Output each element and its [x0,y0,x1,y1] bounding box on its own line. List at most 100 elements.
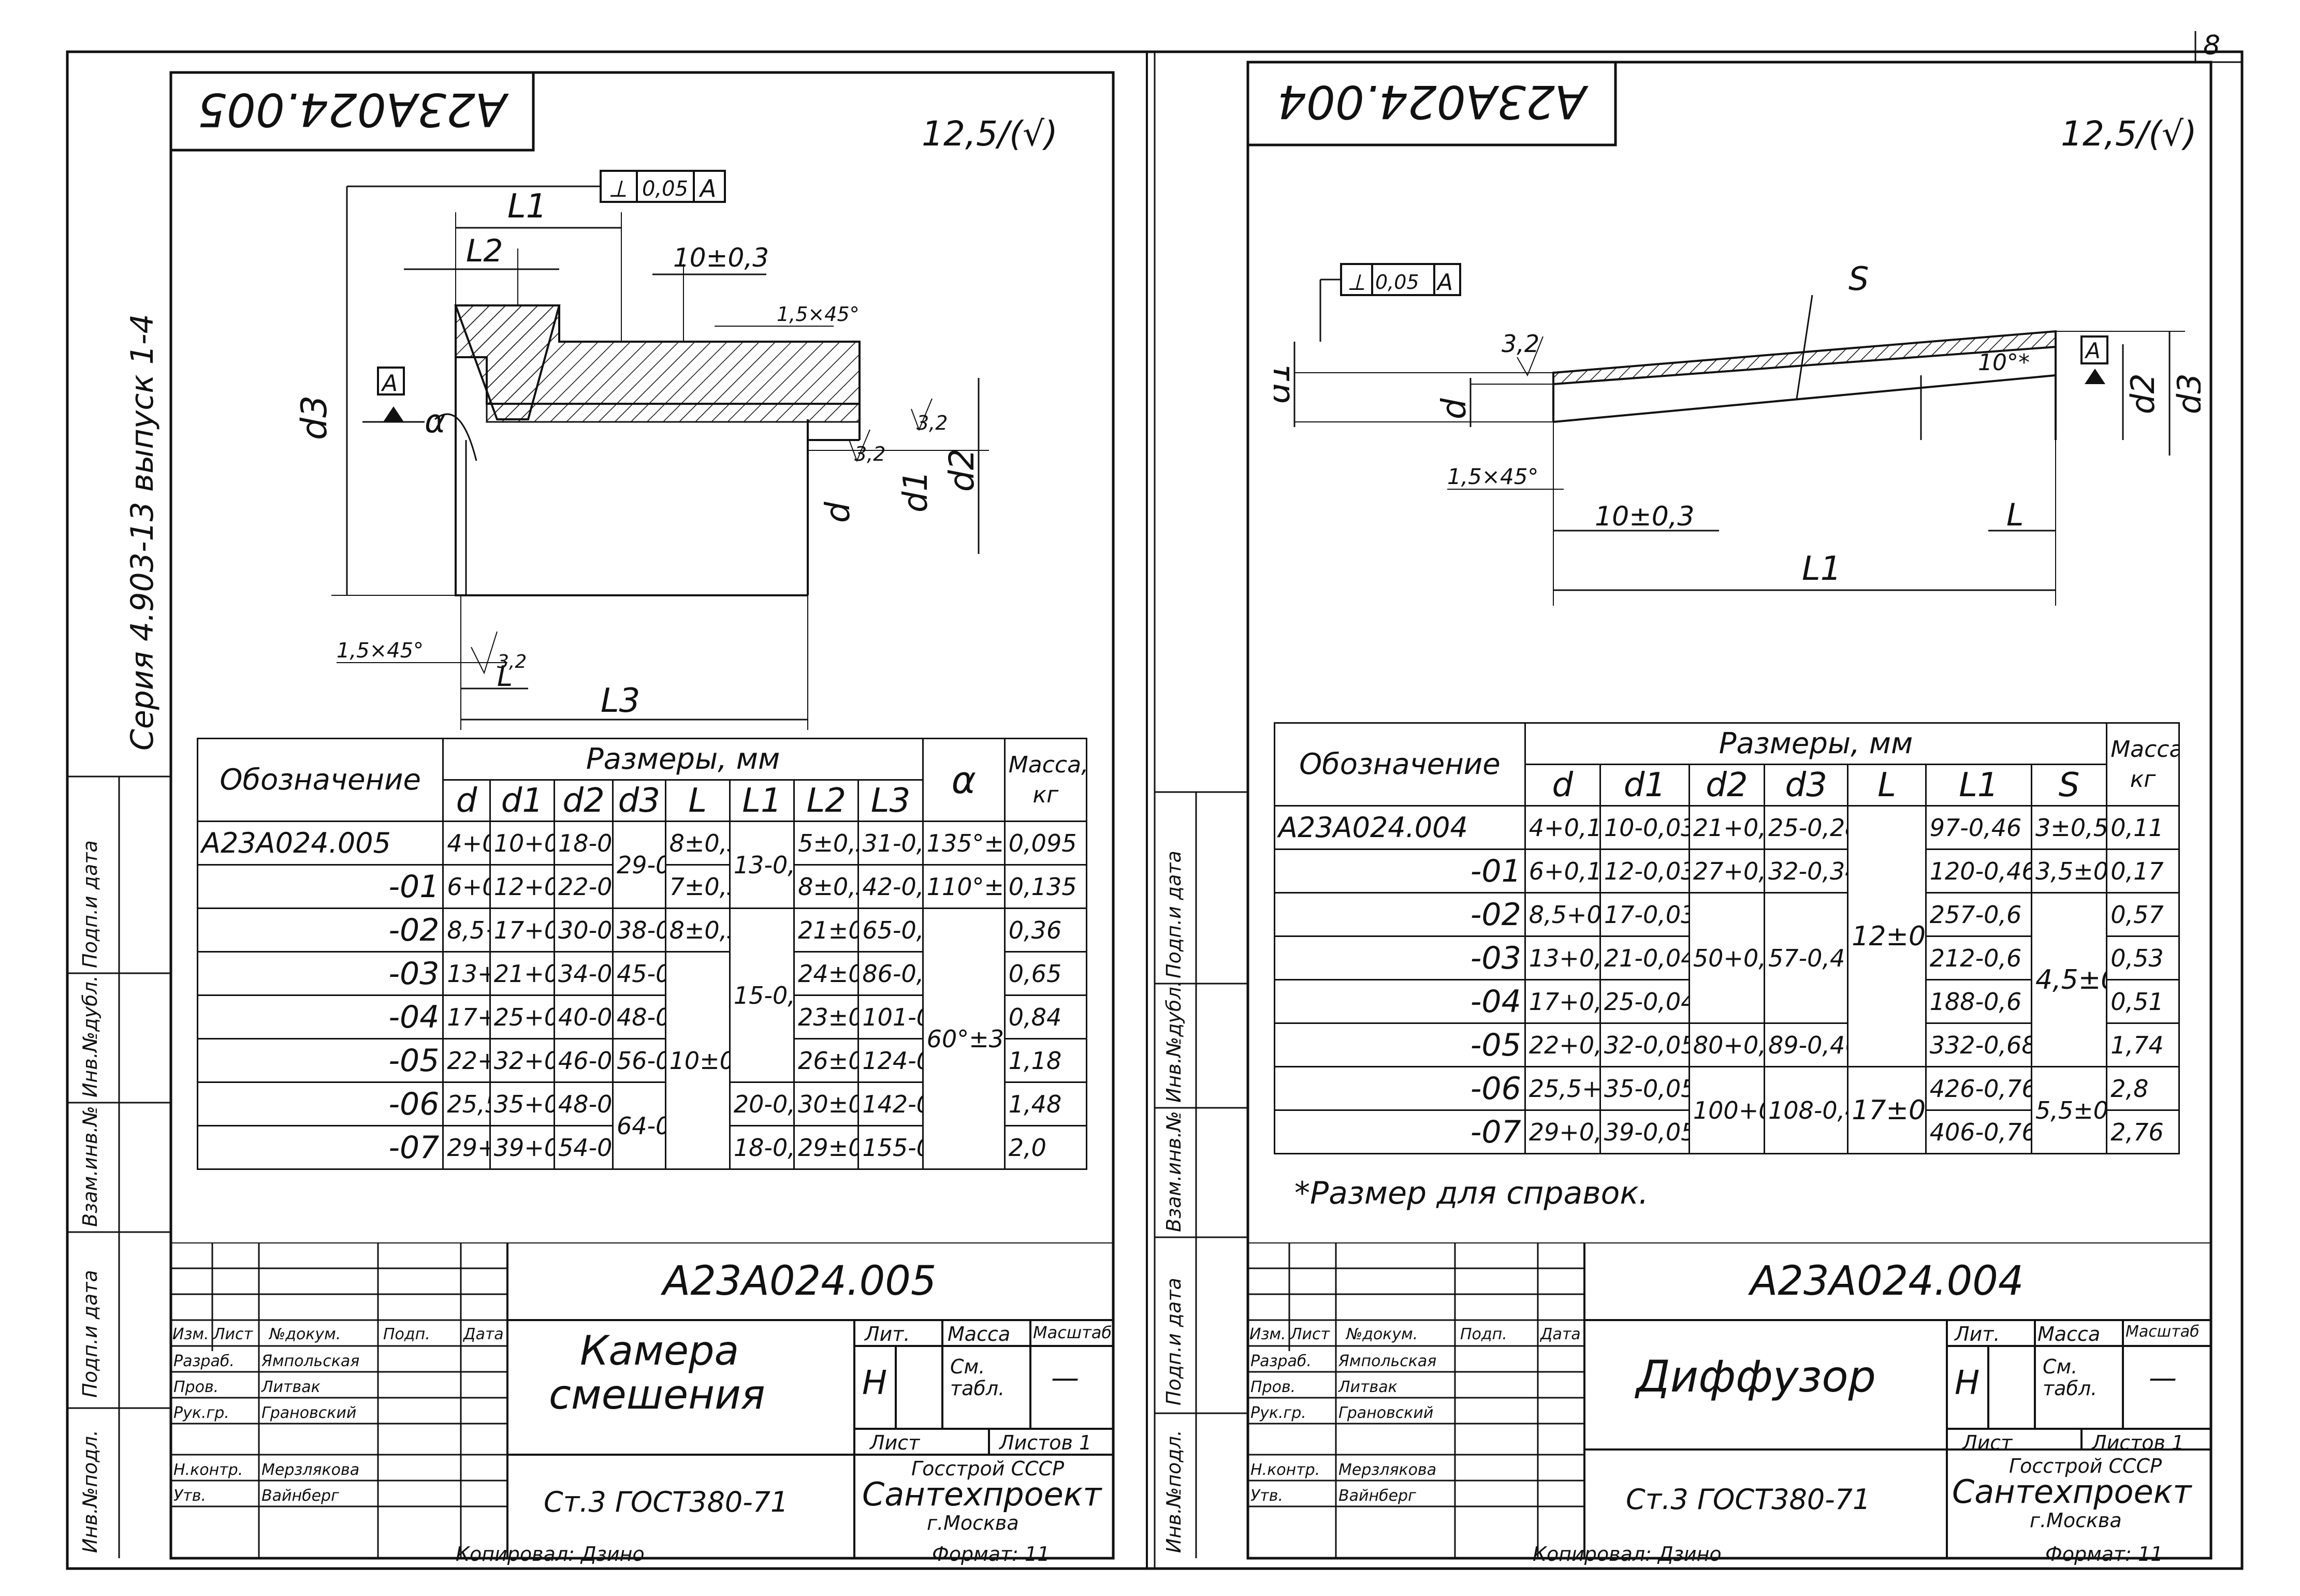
side-label-inv-podl: Инв.№подл. [79,1429,101,1553]
right-tol-sym: ⟂ [1349,269,1364,296]
page-number: 8 [2203,30,2221,61]
left-dim-d2: d2 [942,448,982,492]
left-datum: А [381,370,398,397]
right-tb-name-1: Литвак [1338,1378,1398,1396]
table-row: -07 29+0,28 39-0,05 406-0,76 2,76 [1274,1109,2180,1154]
left-tb-name-3: Мерзлякова [261,1461,360,1479]
left-th-sizes: Размеры, мм [442,738,924,781]
right-format: Формат: 11 [2045,1543,2163,1565]
right-dim-S: S [1848,260,1869,298]
left-th-L3: L3 [857,779,924,822]
right-tb-name-0: Ямпольская [1338,1352,1437,1370]
series-note: Серия 4.903-13 выпуск 1-4 [124,314,161,751]
right-tb-role-2: Рук.гр. [1250,1404,1306,1422]
left-roughness: 12,5/(√) [922,114,1058,154]
right-tb-h-doc: №докум. [1346,1325,1418,1343]
left-tb-mass-label: Масса [948,1323,1011,1345]
right-tb-role-0: Разраб. [1250,1352,1312,1370]
table-row: А23А024.005 4+0,16 10+0,03 18-0,24 29-0,… [196,821,1088,909]
left-tb-role-1: Пров. [173,1378,219,1396]
table-row: -04 17+0,24 25+0,045 40-0,34 48-0,05 23±… [196,994,1088,1039]
side-label-inv-dubl-r: Инв.№дубл. [1162,980,1185,1103]
side-label-inv-podl-r: Инв.№подл. [1162,1429,1185,1553]
right-copied: Копировал: Дзино [1533,1543,1722,1565]
side-label-vzam-inv: Взам.инв.№ [79,1106,101,1227]
left-tb-role-0: Разраб. [173,1352,235,1370]
left-th-alpha: α [922,738,1006,822]
left-tb-h-doc: №докум. [269,1325,341,1343]
side-label-podp-data-2: Подп.и дата [79,840,101,968]
left-tb-name-line2: смешения [549,1372,765,1418]
right-dim-d3: d3 [2171,373,2201,414]
right-stamp-box [1248,62,1617,147]
left-th-L: L [664,779,731,822]
right-part-drawing: ⟂ 0,05 А d1 d 3,2 S 10°* А d2 d3 1,5×45°… [1274,260,2201,606]
left-th-L1: L1 [729,779,795,822]
left-th-d1: d1 [489,779,556,822]
left-dim-L2: L2 [466,233,503,269]
left-tb-lit-value: Н [862,1364,887,1402]
right-roughness: 12,5/(√) [2061,114,2197,154]
left-rough-2: 3,2 [854,443,885,465]
right-tb-scale-label: Масштаб [2126,1323,2200,1341]
table-row: -05 22+0,28 32+0,05 46-0,34 56-0,06 26±0… [196,1038,1088,1083]
left-tb-org-2: Сантехпроект [862,1475,1102,1513]
right-tb-org-1: Госстрой СССР [2009,1455,2162,1477]
left-stamp-code: А23А024.005 [197,83,507,136]
right-th-mass: Масса, кг [2106,722,2180,807]
left-dim-d3: d3 [294,396,335,440]
left-tb-name-1: Литвак [261,1378,321,1396]
table-row: -02 8,5+0,2 17+0,035 30-0,28 38-0,05 8±0… [196,907,1088,1170]
right-rough: 3,2 [1502,330,1539,358]
left-tol-val: 0,05 [642,177,688,201]
right-th-S: S [2031,764,2108,807]
left-stamp-box [171,72,535,152]
left-tb-org-1: Госстрой СССР [911,1457,1065,1480]
left-tb-name-line1: Камера [580,1328,739,1374]
right-tb-role-3: Н.контр. [1250,1461,1320,1479]
right-tb-org-2: Сантехпроект [1952,1473,2192,1511]
left-th-d2: d2 [554,779,614,822]
right-th-designation: Обозначение [1274,722,1526,807]
right-th-d2: d2 [1688,764,1766,807]
right-tb-lit-label: Лит. [1955,1323,2000,1345]
right-tb-sheets-label: Листов 1 [2092,1431,2185,1454]
table-row: -01 6+0,16 12-0,035 27+0,28 32-0,34 120-… [1274,848,2180,894]
left-tol-datum: А [698,174,716,202]
right-tb-mass-label: Масса [2037,1323,2101,1345]
right-tb-name-2: Грановский [1338,1404,1434,1422]
table-row: -02 8,5+0,2 17-0,035 50+0,34 57-0,4 257-… [1274,892,2180,1067]
left-tb-scale-label: Масштаб [1033,1323,1112,1342]
right-datum: А [2084,338,2101,363]
left-dim-L: L [497,660,513,693]
left-dim-L3: L3 [601,682,640,720]
left-title-block-grid [171,1242,1113,1558]
right-note: *Размер для справок. [1294,1175,1649,1211]
left-tb-role-2: Рук.гр. [173,1404,229,1422]
side-label-vzam-inv-r: Взам.инв.№ [1162,1111,1185,1232]
left-tb-h-data: Дата [463,1325,504,1343]
right-dim-chamfer: 1,5×45° [1447,464,1538,489]
table-row: А23А024.004 4+0,16 10-0,03 21+0,28 25-0,… [1274,805,2180,1067]
left-tb-h-izm: Изм. [172,1325,209,1343]
left-dim-d1: d1 [897,471,935,513]
left-tb-name-2: Грановский [261,1404,357,1422]
left-tb-mass-value: См. табл. [950,1355,1005,1400]
table-row: -06 25,5+0,28 35-0,05 100+0,46 108-0,46 … [1274,1066,2180,1154]
table-row: -07 29+0,28 39+0,05 54-0,4 18-0,24 29±0,… [196,1125,1088,1170]
right-tb-lit-value: Н [1955,1364,1980,1402]
side-label-podp-data-r2: Подп.и дата [1162,851,1185,978]
side-label-podp-data: Подп.и дата [79,1270,101,1398]
table-row: -05 22+0,28 32-0,05 80+0,4 89-0,46 332-0… [1274,1022,2180,1067]
right-dim-len10: 10±0,3 [1595,501,1694,532]
right-tb-name-3: Мерзлякова [1338,1461,1437,1479]
right-tb-code: А23А024.004 [1750,1258,2024,1305]
right-dim-d: d [1435,398,1474,419]
table-row: -04 17+0,24 25-0,045 188-0,6 0,51 [1274,979,2180,1024]
left-dim-alpha: α [425,402,446,440]
right-dim-L1: L1 [1802,550,1841,588]
left-dim-chamfer-bottom: 1,5×45° [337,639,424,663]
right-tb-role-1: Пров. [1250,1378,1296,1396]
left-dim-len10: 10±0,3 [673,243,769,273]
